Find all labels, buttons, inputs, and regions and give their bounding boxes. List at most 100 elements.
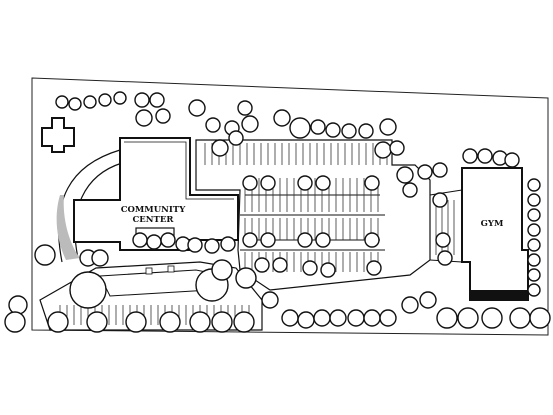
tree [242,175,258,191]
tree [211,139,229,157]
tree [315,175,331,191]
tree [402,182,418,198]
tree [113,91,127,105]
tree [527,238,541,252]
tree [34,244,56,266]
tree [457,307,479,329]
tree [379,309,397,327]
tree [325,122,341,138]
tree [134,92,150,108]
tree [302,260,318,276]
tree [347,309,365,327]
tree [241,115,259,133]
tree [297,175,313,191]
tree [529,307,551,329]
tree [527,283,541,297]
tree [313,309,331,327]
tree [86,311,108,333]
tree [260,175,276,191]
tree [432,162,448,178]
tree [320,262,336,278]
tree [189,311,211,333]
tree [273,109,291,127]
tree [436,307,458,329]
tree [364,232,380,248]
trees [4,91,551,333]
tree [527,268,541,282]
tree [205,117,221,133]
community-center-label: COMMUNITY [121,205,186,215]
tree [159,311,181,333]
tree [341,123,357,139]
driveway [58,149,121,263]
tree [272,257,288,273]
tree [261,291,279,309]
community-center-building [73,137,239,251]
drive-shade [56,195,80,260]
tree [477,148,493,164]
tree [228,130,244,146]
tree [55,95,69,109]
tree [47,311,69,333]
tree [146,234,162,250]
tree [132,232,148,248]
tree [297,232,313,248]
tree [187,237,203,253]
tree [329,309,347,327]
gym-label: GYM [481,219,504,229]
tree [4,311,26,333]
tree [310,119,326,135]
tree [432,192,448,208]
tree [149,92,165,108]
tree [83,95,97,109]
site-boundary [31,77,549,336]
tree [242,232,258,248]
tree [233,311,255,333]
tree [527,223,541,237]
tree [289,117,311,139]
tree [237,100,253,116]
tree [419,291,437,309]
tree [358,123,374,139]
tree [315,232,331,248]
tree [363,309,381,327]
tree [235,267,257,289]
tree [527,193,541,207]
tree [504,152,520,168]
tree [527,253,541,267]
tree [254,257,270,273]
tree [389,140,405,156]
tree [417,164,433,180]
small-building [41,117,75,153]
tree [435,232,451,248]
tree [188,99,206,117]
tree [366,260,382,276]
tree [155,108,171,124]
tree [125,311,147,333]
tree [396,166,414,184]
tree [260,232,276,248]
tree [211,311,233,333]
tree [8,295,28,315]
tree [481,307,503,329]
tree [135,109,153,127]
tree [527,178,541,192]
tree [220,236,236,252]
tree [527,208,541,222]
community-center-label-2: CENTER [133,215,175,225]
tree [69,271,107,309]
tree [509,307,531,329]
tree [160,232,176,248]
tree [462,148,478,164]
gym-building [461,167,529,301]
tree [364,175,380,191]
tree [204,238,220,254]
tree [68,97,82,111]
tree [297,311,315,329]
tree [211,259,233,281]
tree [91,249,109,267]
tree [379,118,397,136]
tree [281,309,299,327]
tree [374,141,392,159]
